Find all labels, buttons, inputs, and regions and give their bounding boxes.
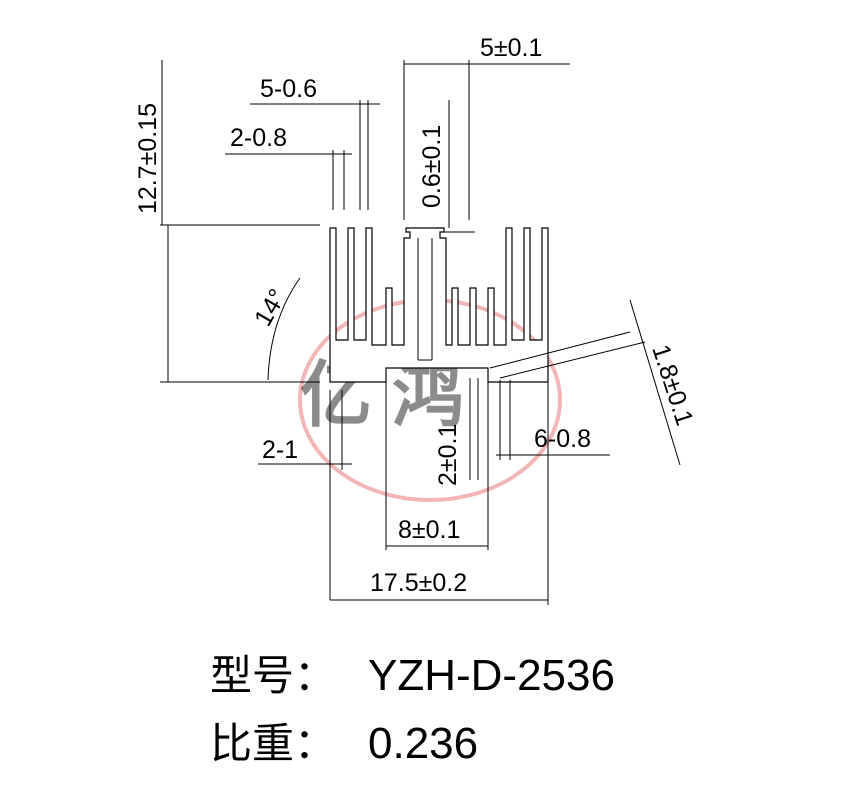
weight-value: 0.236 <box>368 719 478 768</box>
dim-web-thickness: 0.6±0.1 <box>418 125 446 208</box>
spec-block: 型号： YZH-D-2536 比重： 0.236 <box>210 651 615 768</box>
heatsink-profile <box>329 227 549 383</box>
dim-top-width: 5±0.1 <box>480 34 542 62</box>
dim-height-total: 12.7±0.15 <box>134 103 162 214</box>
dim-base-thickness: 1.8±0.1 <box>646 341 698 429</box>
dim-right-fins: 6-0.8 <box>534 425 591 453</box>
model-label: 型号： <box>210 652 336 699</box>
dim-total-width: 17.5±0.2 <box>370 569 467 597</box>
dimension-lines <box>160 60 681 605</box>
dim-fin-pitch-top2: 2-0.8 <box>230 124 287 152</box>
dim-center-width: 8±0.1 <box>398 516 460 544</box>
dim-fin-pitch-top: 5-0.6 <box>260 75 317 103</box>
dim-left-fin: 2-1 <box>262 436 298 464</box>
model-value: YZH-D-2536 <box>368 651 615 700</box>
dim-angle: 14° <box>249 284 292 331</box>
weight-label: 比重： <box>210 720 336 767</box>
dim-center-height: 2±0.1 <box>434 424 462 486</box>
